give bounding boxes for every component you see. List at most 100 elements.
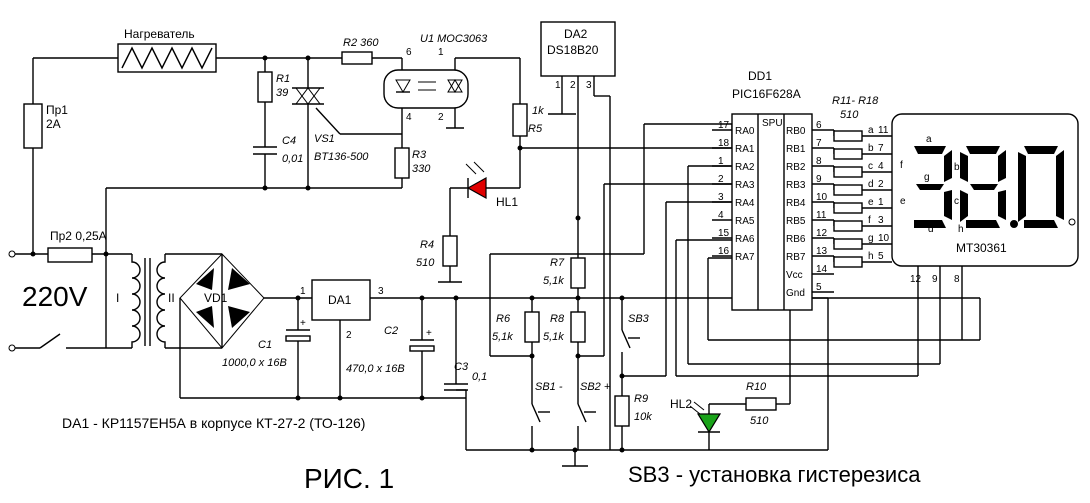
r8-resistor (570, 311, 586, 343)
dd1-right-pin-name: RB1 (786, 144, 806, 155)
hl1-led (466, 176, 487, 200)
seg-letter: e (868, 197, 874, 208)
seg-resistor (833, 238, 863, 250)
note-sb3: SB3 - установка гистерезиса (628, 462, 921, 487)
r3-resistor (394, 147, 410, 179)
r10-value: 510 (750, 415, 769, 427)
heater-label: Нагреватель (124, 27, 195, 41)
fuse-1-rating: 2A (46, 117, 61, 131)
transformer-primary: I (116, 291, 119, 305)
r7-name: R7 (550, 257, 565, 269)
r2-label: R2 360 (343, 37, 379, 49)
note-da1: DA1 - КР1157ЕН5А в корпусе КТ-27-2 (ТО-1… (62, 415, 365, 431)
u1-label: U1 MOC3063 (420, 33, 488, 45)
seg-letter: g (868, 233, 874, 244)
r10-resistor (745, 397, 777, 411)
disp-seg-c: c (954, 196, 959, 207)
buttons-area: R7 5,1k R8 5,1k R6 5,1k SB1 - (489, 123, 732, 450)
r11-18-value: 510 (840, 109, 859, 121)
dd1-right-pin-num: 10 (816, 192, 828, 203)
dd1-left-pin-name: RA4 (735, 198, 755, 209)
dd1-left-pin-num: 4 (718, 210, 724, 221)
seg-resistor (833, 166, 863, 178)
r6-value: 5,1k (492, 331, 513, 343)
c3-name: C3 (454, 361, 469, 373)
vd1-name: VD1 (204, 291, 228, 305)
seg-letter: h (868, 251, 874, 262)
dd1-right-pin-name: RB2 (786, 162, 806, 173)
vs1-value: BT136-500 (314, 151, 369, 163)
dd1-right-pin-name: Gnd (786, 288, 805, 299)
dd1-spu: SPU (762, 118, 783, 129)
hl2-name: HL2 (670, 397, 692, 411)
dd1-right-pin-name: Vcc (786, 270, 803, 281)
dd1-right-pin-name: RB4 (786, 198, 806, 209)
heater-branch: Нагреватель Пр1 2A R1 39 C4 0,01 VS1 BT1… (23, 27, 521, 254)
c2-value: 470,0 x 16B (346, 363, 405, 375)
c3-capacitor: C3 0,1 (444, 295, 487, 450)
led-hl1-branch: 1k R5 HL1 R4 510 (416, 103, 733, 283)
u1-pin-4: 4 (406, 112, 412, 123)
seg-pin: 5 (878, 251, 884, 262)
r1-resistor (257, 71, 273, 103)
dd1-right-pin-num: 9 (816, 174, 822, 185)
u1-pin-1: 1 (438, 47, 444, 58)
disp-seg-f: f (900, 160, 903, 171)
da1-pin-1: 1 (300, 286, 306, 297)
regulator-da1: DA1 1 2 3 (180, 279, 980, 401)
ground-bus (466, 447, 828, 467)
disp-seg-a: a (926, 134, 932, 145)
dd1-right-pin-num: 13 (816, 246, 828, 257)
seg-pin: 11 (878, 125, 889, 136)
disp-seg-d: d (928, 224, 934, 235)
dd1-left-pin-num: 3 (718, 192, 724, 203)
dd1-left-pin-name: RA5 (735, 216, 755, 227)
disp-seg-g: g (924, 172, 930, 183)
r8-value: 5,1k (543, 331, 564, 343)
disp-seg-h: h (958, 224, 964, 235)
fuse-1 (23, 103, 43, 149)
display-part: MT30361 (956, 241, 1007, 255)
c2-capacitor: + C2 470,0 x 16B (346, 295, 435, 398)
seg-resistor (833, 256, 863, 268)
fuse-1-name: Пр1 (46, 103, 68, 117)
dd1-right-pin-name: RB5 (786, 216, 806, 227)
bridge-vd1: VD1 (179, 253, 312, 398)
c3-value: 0,1 (472, 371, 487, 383)
dd1-left-pin-name: RA3 (735, 180, 755, 191)
u1-pin-6: 6 (406, 47, 412, 58)
c4-value: 0,01 (282, 153, 303, 165)
r9-resistor (614, 395, 630, 427)
hl1-name: HL1 (496, 195, 518, 209)
dd1-left-pin-name: RA1 (735, 144, 755, 155)
r7-value: 5,1k (543, 275, 564, 287)
r6-resistor (524, 311, 540, 343)
u1-optocoupler (383, 69, 469, 109)
r1-value: 39 (276, 87, 288, 99)
r9-name: R9 (634, 393, 648, 405)
seg-pin: 2 (878, 179, 884, 190)
c1-capacitor: + C1 1000,0 x 16B (222, 295, 311, 398)
disp-pin-8: 8 (954, 274, 960, 285)
hl2-led (696, 413, 722, 434)
mcu-dd1: DD1 PIC16F628A SPU 17RA018RA11RA22RA33RA… (712, 69, 834, 450)
disp-pin-9: 9 (932, 274, 938, 285)
r9-value: 10k (634, 411, 652, 423)
seg-resistor (833, 202, 863, 214)
sb1-label: SB1 - (535, 381, 563, 393)
r7-resistor (570, 257, 586, 289)
r2-resistor (341, 51, 373, 65)
dd1-right-pin-num: 5 (816, 282, 822, 293)
c1-name: C1 (258, 339, 272, 351)
dd1-right-pin-name: RB0 (786, 126, 806, 137)
seg-pin: 4 (878, 161, 884, 172)
dd1-left-pin-num: 1 (718, 156, 724, 167)
mains-voltage: 220V (22, 281, 88, 312)
u1-pin-2: 2 (438, 112, 444, 123)
r3-name: R3 (412, 149, 427, 161)
dd1-right-pin-num: 8 (816, 156, 822, 167)
dd1-right-pin-num: 11 (816, 210, 827, 221)
c1-value: 1000,0 x 16B (222, 357, 287, 369)
